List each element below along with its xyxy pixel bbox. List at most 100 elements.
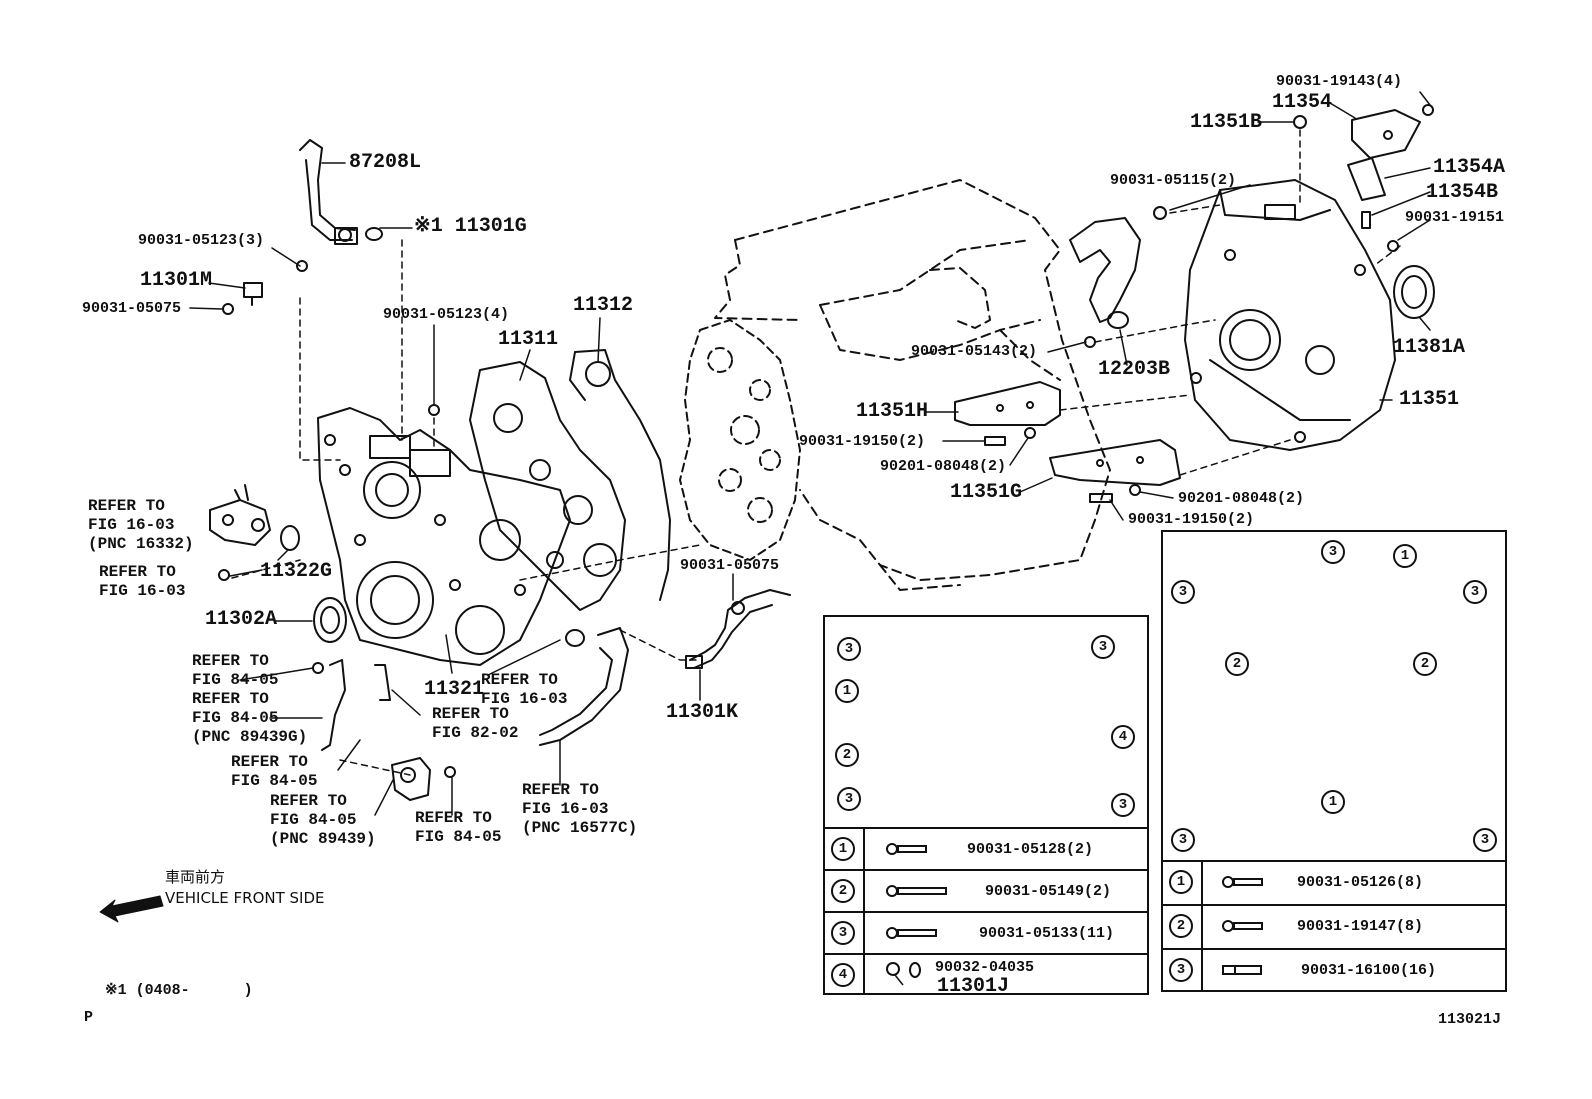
bolt-90031-19150-a-label[interactable]: 90031-19150(2) bbox=[799, 433, 926, 450]
assembly-dashes-right bbox=[1059, 129, 1401, 476]
inset-callout: 2 bbox=[1413, 652, 1437, 676]
timing-cover-plate bbox=[469, 361, 626, 611]
legend-row[interactable]: 3 90031-16100(16) bbox=[1163, 948, 1505, 992]
mount-bracket-left bbox=[312, 659, 391, 751]
bolt-icon bbox=[886, 843, 927, 855]
vehicle-front-jp: 車両前方 bbox=[165, 868, 226, 886]
bolt-90031-05075-label[interactable]: 90031-05075 bbox=[82, 300, 182, 317]
washer-90201-08048-b-label[interactable]: 90201-08048(2) bbox=[1178, 490, 1305, 507]
part-11351G[interactable]: 11351G bbox=[950, 481, 1023, 504]
part-87208L[interactable]: 87208L bbox=[349, 151, 422, 174]
bolt-90031-05123-3 bbox=[296, 260, 308, 272]
inset-callout: 1 bbox=[1321, 790, 1345, 814]
part-11351B[interactable]: 11351B bbox=[1190, 111, 1263, 134]
inset-callout: 3 bbox=[1473, 828, 1497, 852]
part-11322G[interactable]: 11322G bbox=[260, 560, 333, 583]
bolt-icon bbox=[1222, 876, 1263, 888]
pipe-87208L bbox=[299, 139, 358, 245]
inset-callout: 3 bbox=[1091, 635, 1115, 659]
vehicle-front-arrow bbox=[99, 895, 164, 923]
bolt-90031-05123-4 bbox=[428, 404, 440, 416]
bolt-icon bbox=[886, 885, 947, 897]
part-11381A[interactable]: 11381A bbox=[1393, 336, 1466, 359]
part-11301G[interactable]: ※1 11301G bbox=[414, 215, 527, 238]
legend-row[interactable]: 1 90031-05126(8) bbox=[1163, 860, 1505, 904]
reference-fig-82-02[interactable]: REFER TO FIG 82-02 bbox=[432, 705, 519, 742]
part-11312[interactable]: 11312 bbox=[573, 294, 634, 317]
sensor-11301M bbox=[243, 282, 263, 306]
legend-part-number: 90031-05149(2) bbox=[985, 883, 1112, 900]
small-bolt-fig16 bbox=[218, 569, 230, 581]
part-11354A[interactable]: 11354A bbox=[1433, 156, 1506, 179]
legend-row[interactable]: 1 90031-05128(2) bbox=[825, 827, 1147, 869]
bolt-90031-19150-b-label[interactable]: 90031-19150(2) bbox=[1128, 511, 1255, 528]
legend-part-number: 90031-19147(8) bbox=[1297, 918, 1424, 935]
bolt-90031-19151-label[interactable]: 90031-19151 bbox=[1405, 209, 1505, 226]
legend-part-number: 90032-04035 bbox=[935, 959, 1035, 976]
bolt-90031-05075-b-label[interactable]: 90031-05075 bbox=[680, 557, 780, 574]
legend-part-number: 90031-05126(8) bbox=[1297, 874, 1424, 891]
legend-part-number: 90031-16100(16) bbox=[1301, 962, 1437, 979]
legend-row[interactable]: 3 90031-05133(11) bbox=[825, 911, 1147, 953]
part-11301K[interactable]: 11301K bbox=[666, 701, 739, 724]
inset-callout: 3 bbox=[1321, 540, 1345, 564]
reference-fig-84-05-b[interactable]: REFER TO FIG 84-05 bbox=[231, 753, 318, 790]
bolt-90031-05115-label[interactable]: 90031-05115(2) bbox=[1110, 172, 1237, 189]
reference-fig-16-03-pnc-16577c[interactable]: REFER TO FIG 16-03 (PNC 16577C) bbox=[522, 781, 638, 837]
inset-callout: 3 bbox=[837, 637, 861, 661]
inset-callout: 3 bbox=[837, 787, 861, 811]
legend-number: 3 bbox=[1169, 958, 1193, 982]
inset-callout: 1 bbox=[1393, 544, 1417, 568]
part-11302A[interactable]: 11302A bbox=[205, 608, 278, 631]
bolt-90031-05123-3-label[interactable]: 90031-05123(3) bbox=[138, 232, 265, 249]
water-outlet-part bbox=[209, 484, 271, 546]
inset-callout: 2 bbox=[1225, 652, 1249, 676]
legend-part-number: 90031-05128(2) bbox=[967, 841, 1094, 858]
legend-number: 2 bbox=[831, 879, 855, 903]
washer-90201-08048-a-label[interactable]: 90201-08048(2) bbox=[880, 458, 1007, 475]
part-11301M[interactable]: 11301M bbox=[140, 269, 213, 292]
sensor-11301K bbox=[685, 589, 791, 669]
inset-callout: 1 bbox=[835, 679, 859, 703]
gasket bbox=[569, 349, 671, 601]
o-ring-small bbox=[565, 629, 585, 647]
bolt-90031-05123-4-label[interactable]: 90031-05123(4) bbox=[383, 306, 510, 323]
reference-fig-84-05-a[interactable]: REFER TO FIG 84-05 bbox=[192, 652, 279, 689]
o-ring-11322G bbox=[280, 525, 300, 551]
rear-plate-outline bbox=[679, 319, 801, 561]
reference-fig-84-05-c[interactable]: REFER TO FIG 84-05 bbox=[415, 809, 502, 846]
legend-row[interactable]: 4 90032-04035 11301J bbox=[825, 953, 1147, 997]
part-11351H[interactable]: 11351H bbox=[856, 400, 929, 423]
part-11354[interactable]: 11354 bbox=[1272, 91, 1333, 114]
legend-row[interactable]: 2 90031-19147(8) bbox=[1163, 904, 1505, 948]
inset-callout: 3 bbox=[1463, 580, 1487, 604]
part-11321[interactable]: 11321 bbox=[424, 678, 485, 701]
legend-row[interactable]: 2 90031-05149(2) bbox=[825, 869, 1147, 911]
reference-fig-16-03-b[interactable]: REFER TO FIG 16-03 bbox=[481, 671, 568, 708]
part-11301J[interactable]: 11301J bbox=[937, 975, 1010, 998]
assembly-dashes bbox=[231, 239, 701, 776]
engine-mount-block bbox=[391, 757, 456, 801]
bolt-90031-05115 bbox=[1153, 206, 1167, 220]
bolt-90031-05143-label[interactable]: 90031-05143(2) bbox=[911, 343, 1038, 360]
inset-callout: 4 bbox=[1111, 725, 1135, 749]
reference-fig-16-03-a[interactable]: REFER TO FIG 16-03 bbox=[99, 563, 186, 600]
reference-fig-16-03-pnc-16332[interactable]: REFER TO FIG 16-03 (PNC 16332) bbox=[88, 497, 194, 553]
part-12203B[interactable]: 12203B bbox=[1098, 358, 1171, 381]
legend-part-number: 90031-05133(11) bbox=[979, 925, 1115, 942]
bolt-90031-19143-label[interactable]: 90031-19143(4) bbox=[1276, 73, 1403, 90]
part-11311[interactable]: 11311 bbox=[498, 328, 559, 351]
bolt-90031-19151 bbox=[1387, 240, 1399, 252]
inset-callout: 3 bbox=[1171, 580, 1195, 604]
bolt-icon bbox=[1222, 920, 1263, 932]
legend-number: 1 bbox=[831, 837, 855, 861]
inset-callout: 2 bbox=[835, 743, 859, 767]
part-11351[interactable]: 11351 bbox=[1399, 388, 1460, 411]
reference-fig-84-05-pnc-89439g[interactable]: REFER TO FIG 84-05 (PNC 89439G) bbox=[192, 690, 308, 746]
vehicle-front-en: VEHICLE FRONT SIDE bbox=[165, 889, 325, 907]
inset-callout: 3 bbox=[1171, 828, 1195, 852]
reference-fig-84-05-pnc-89439[interactable]: REFER TO FIG 84-05 (PNC 89439) bbox=[270, 792, 376, 848]
inset-callout: 3 bbox=[1111, 793, 1135, 817]
part-11354B[interactable]: 11354B bbox=[1426, 181, 1499, 204]
front-cover-legend: 3 1 2 3 3 4 3 1 90031-05128(2) 2 90031-0… bbox=[823, 615, 1149, 997]
